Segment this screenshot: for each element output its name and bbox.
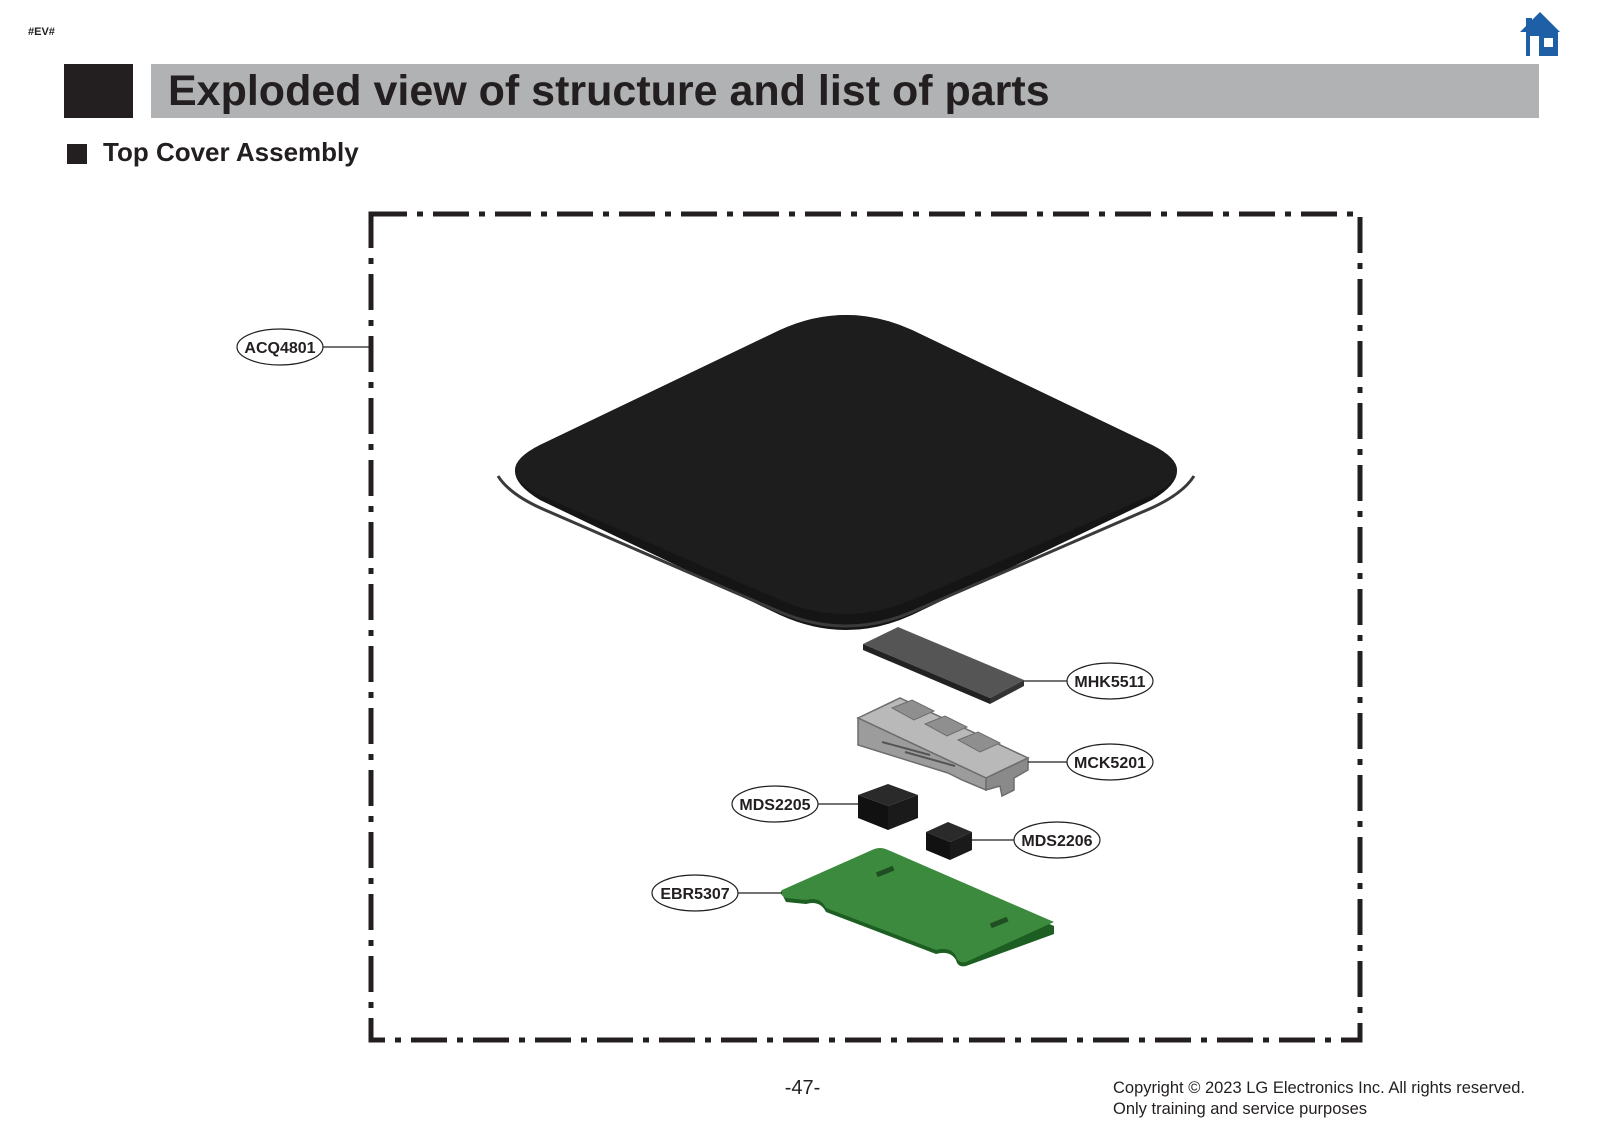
assembly-boundary [368, 211, 1363, 1043]
home-icon[interactable] [1518, 10, 1562, 58]
callout-mhk5511[interactable]: MHK5511 [1066, 662, 1154, 700]
callout-mds2205[interactable]: MDS2205 [731, 785, 819, 823]
part-pad[interactable] [863, 627, 1024, 704]
section-bullet [67, 144, 87, 164]
part-block-small[interactable] [926, 822, 972, 860]
callout-ebr5307[interactable]: EBR5307 [651, 874, 739, 912]
svg-text:MDS2206: MDS2206 [1021, 833, 1092, 850]
copyright-line-1: Copyright © 2023 LG Electronics Inc. All… [1113, 1079, 1526, 1097]
ev-tag: #EV# [28, 26, 55, 38]
part-pcb[interactable] [780, 848, 1054, 967]
copyright: Copyright © 2023 LG Electronics Inc. All… [1113, 1078, 1525, 1120]
svg-text:ACQ4801: ACQ4801 [244, 340, 315, 357]
part-block-large[interactable] [858, 784, 918, 830]
section-title: Top Cover Assembly [103, 137, 359, 167]
part-top-cover[interactable] [496, 315, 1196, 630]
callout-mds2206[interactable]: MDS2206 [1013, 821, 1101, 859]
svg-text:MHK5511: MHK5511 [1074, 674, 1145, 691]
callout-mck5201[interactable]: MCK5201 [1066, 743, 1154, 781]
svg-text:MCK5201: MCK5201 [1074, 755, 1146, 772]
title-block [64, 64, 133, 118]
part-bracket[interactable] [856, 697, 1030, 798]
svg-text:MDS2205: MDS2205 [739, 797, 810, 814]
page-title: Exploded view of structure and list of p… [168, 67, 1050, 115]
title-bar: Exploded view of structure and list of p… [151, 64, 1539, 118]
callout-acq4801[interactable]: ACQ4801 [236, 328, 324, 366]
svg-text:EBR5307: EBR5307 [660, 886, 729, 903]
page-number: -47- [784, 1077, 821, 1099]
copyright-line-2: Only training and service purposes [1113, 1100, 1368, 1118]
